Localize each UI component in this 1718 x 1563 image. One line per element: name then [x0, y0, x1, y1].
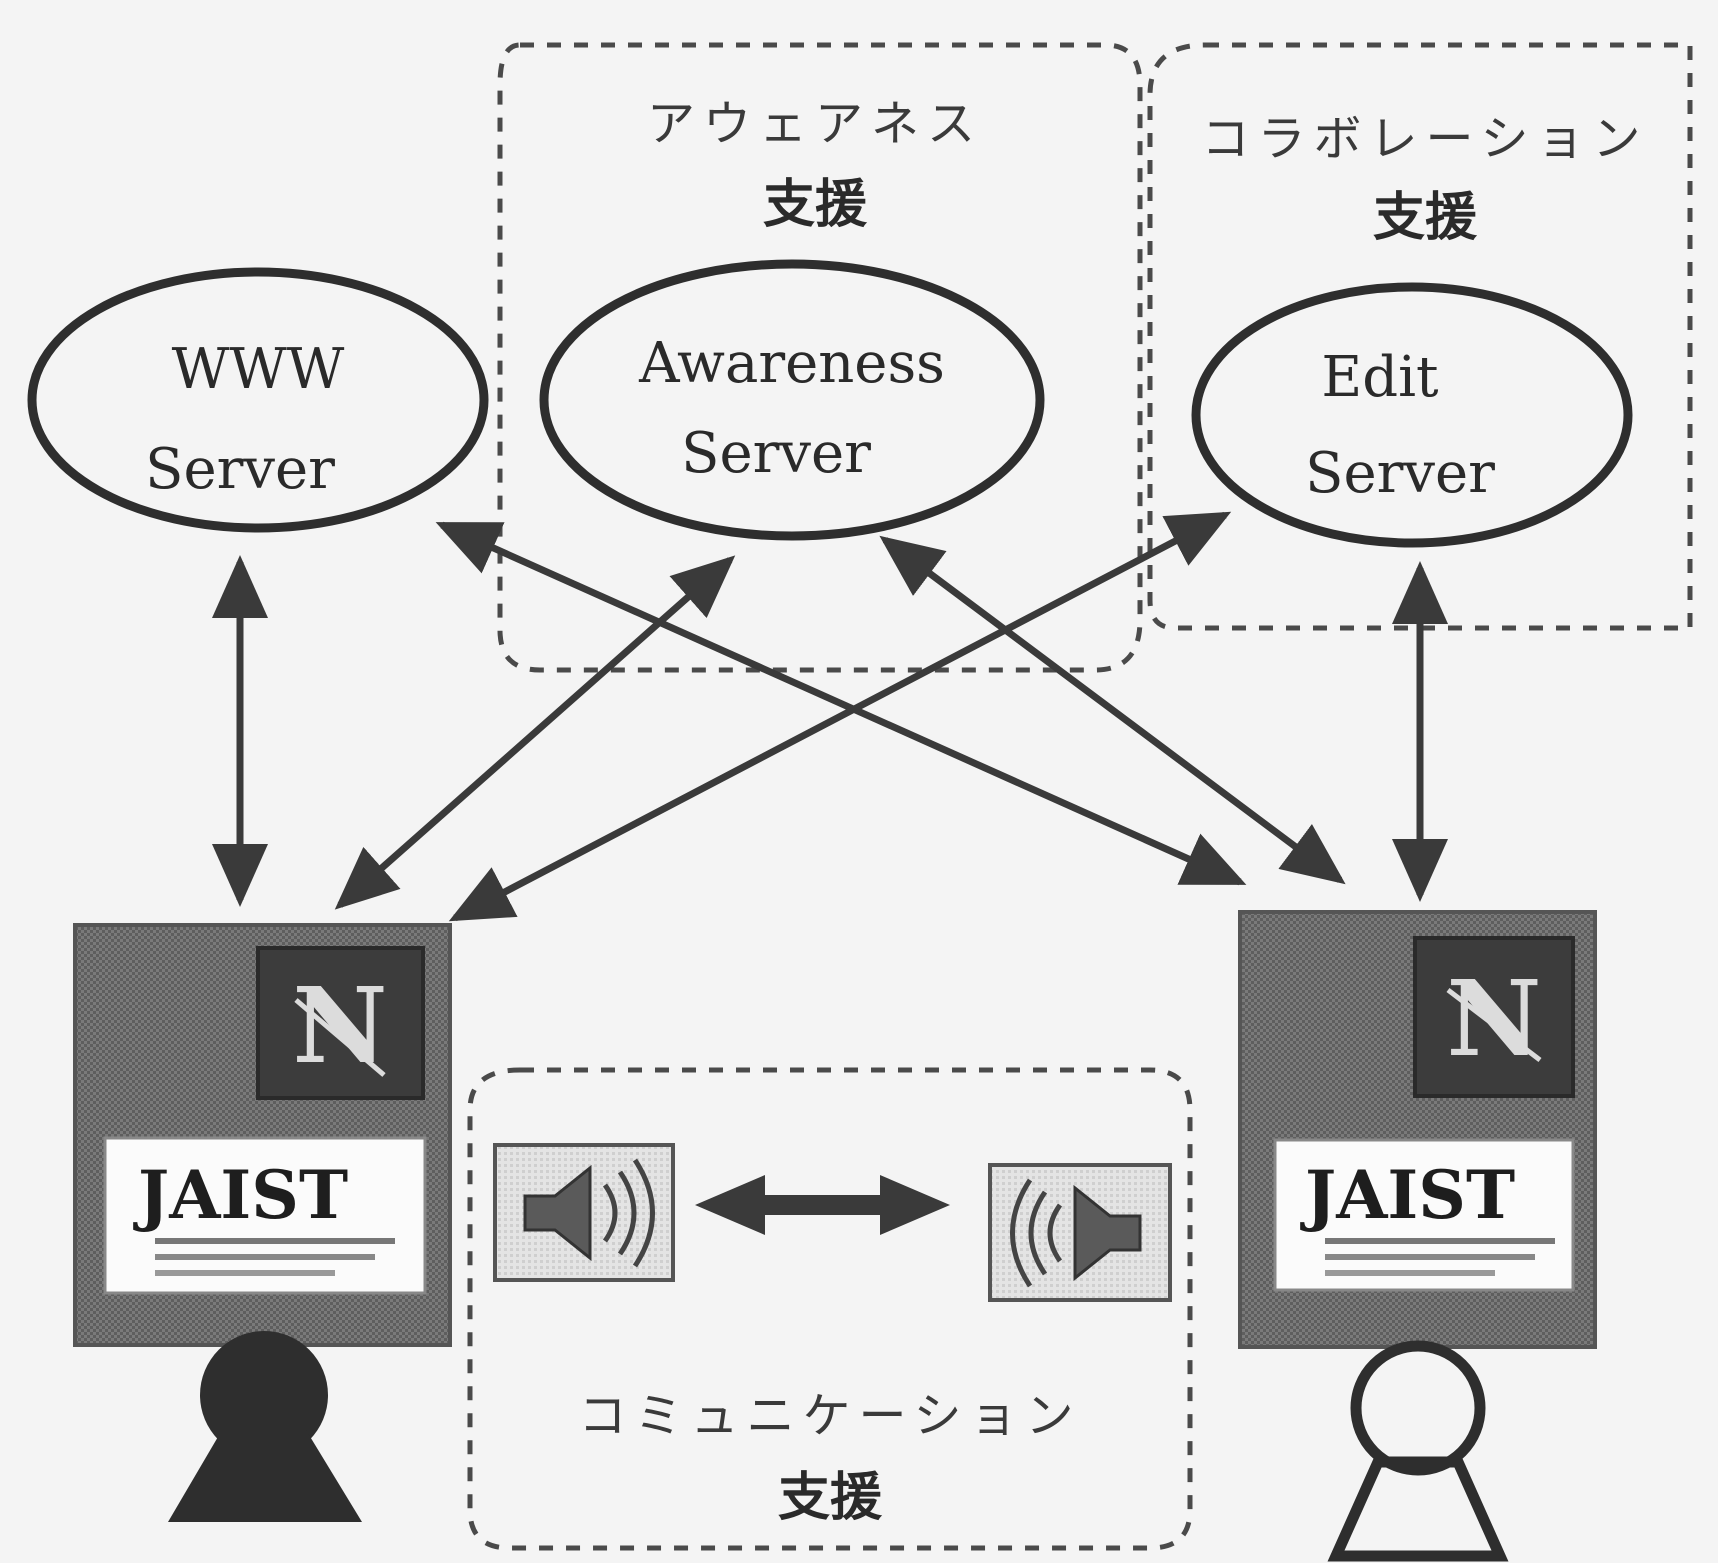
arrow-awareness-left-client [334, 555, 736, 910]
edit-server-label-1: Edit [1321, 345, 1439, 410]
right-browser-logo: N [1446, 957, 1541, 1080]
audio-arrow [695, 1175, 950, 1235]
right-institution-logo: JAIST [1300, 1156, 1515, 1234]
awareness-server-node: Awareness Server [539, 259, 1045, 541]
connections [212, 511, 1448, 922]
communication-region-title: コミュニケーション [578, 1388, 1081, 1444]
awareness-region-title: アウェアネス [647, 96, 983, 152]
netscape-icon: N [1413, 936, 1575, 1098]
awareness-support-region: アウェアネス 支援 [497, 42, 1143, 673]
awareness-server-label-2: Server [681, 421, 871, 486]
arrow-awareness-right-client [879, 535, 1346, 885]
www-server-label-1: WWW [172, 337, 345, 402]
awareness-server-label-1: Awareness [638, 331, 945, 396]
right-user-outline [1327, 1340, 1509, 1562]
arrow-www-right-client [435, 521, 1247, 886]
jaist-logo-card: JAIST [103, 1136, 427, 1295]
collaboration-region-subtitle: 支援 [1373, 188, 1478, 248]
speaker-icon [493, 1143, 675, 1282]
www-server-node: WWW Server [27, 267, 489, 533]
www-server-label-2: Server [145, 437, 335, 502]
jaist-logo-card: JAIST [1273, 1138, 1575, 1292]
communication-region-subtitle: 支援 [778, 1468, 883, 1528]
collaboration-region-title: コラボレーション [1201, 111, 1648, 167]
audio-link [493, 1143, 1172, 1302]
edit-server-node: Edit Server [1191, 282, 1633, 548]
left-user-filled [168, 1331, 362, 1522]
speaker-icon [988, 1163, 1172, 1302]
left-client: N JAIST [73, 923, 452, 1522]
left-institution-logo: JAIST [133, 1156, 348, 1234]
netscape-icon: N [256, 946, 425, 1100]
edit-server-label-2: Server [1305, 441, 1495, 506]
right-client: N JAIST [1238, 910, 1597, 1562]
communication-support-region: コミュニケーション 支援 [467, 1067, 1193, 1551]
arrow-edit-left-client [448, 511, 1232, 922]
awareness-region-subtitle: 支援 [763, 175, 868, 235]
